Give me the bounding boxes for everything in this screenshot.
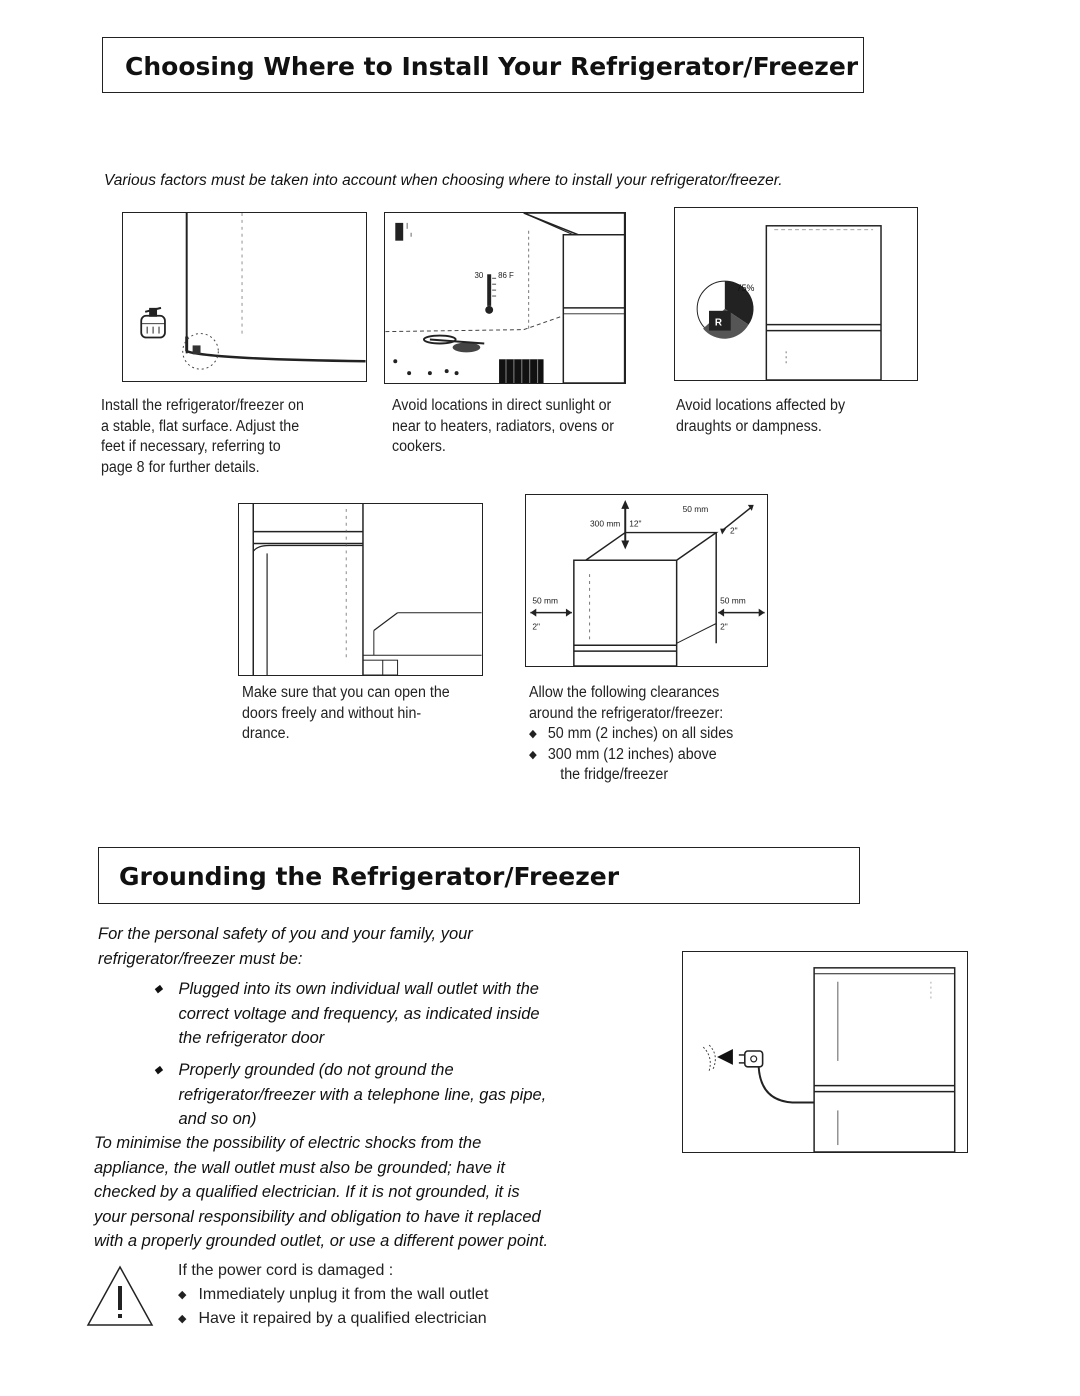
list-item: ◆ Plugged into its own individual wall o… [154, 977, 540, 1051]
figure-heat-sources: 30 86 F [384, 212, 626, 384]
caption-heat-sources: Avoid locations in direct sunlight or ne… [392, 396, 614, 458]
caption-line: Avoid locations in direct sunlight or [392, 397, 612, 414]
grounded-outlet-illustration [702, 967, 956, 1152]
list-item-text: the refrigerator door [178, 1029, 325, 1047]
wall-outlet-icon [702, 1044, 733, 1071]
arrow-corner-icon [720, 504, 754, 535]
cooker-icon [422, 334, 485, 353]
section1-heading-box: Choosing Where to Install Your Refrigera… [102, 37, 864, 93]
body-line: with a properly grounded outlet, or use … [94, 1232, 549, 1250]
section1-title: Choosing Where to Install Your Refrigera… [125, 52, 859, 81]
caption-line: feet if necessary, referring to [101, 438, 281, 455]
section2-title: Grounding the Refrigerator/Freezer [119, 862, 620, 891]
list-item: ◆ Immediately unplug it from the wall ou… [178, 1283, 488, 1307]
warning-triangle-icon [86, 1265, 154, 1326]
figure-grounded-outlet [682, 951, 968, 1153]
caption-line: around the refrigerator/freezer: [529, 704, 724, 722]
caption-line: Allow the following clearances [529, 684, 720, 701]
figure-door-clearance [238, 503, 483, 676]
list-item: ◆ Have it repaired by a qualified electr… [178, 1307, 488, 1331]
clearances-diagram: 300 mm 12" 50 mm 2" 50 mm 2" 50 mm 2" [530, 499, 765, 666]
list-item-continuation: the fridge/freezer [560, 766, 669, 783]
arrow-left-icon [530, 608, 572, 617]
list-item: ◆ 50 mm (2 inches) on all sides [529, 724, 733, 745]
diamond-bullet-icon: ◆ [178, 1289, 187, 1301]
warning-lead: If the power cord is damaged : [178, 1262, 394, 1279]
diamond-bullet-icon: ◆ [154, 983, 163, 995]
thermo-high-label: 86 F [498, 271, 514, 280]
top-mm-label: 300 mm [590, 519, 620, 529]
right-mm-label: 50 mm [720, 596, 746, 606]
arrow-right-icon [718, 608, 765, 617]
caption-line: near to heaters, radiators, ovens or [392, 417, 614, 435]
list-item-text: Have it repaired by a qualified electric… [198, 1310, 487, 1327]
diamond-bullet-icon: ◆ [529, 748, 537, 761]
plug-icon [738, 1050, 764, 1068]
intro-line: refrigerator/freezer must be: [98, 949, 303, 968]
thermo-low-label: 30 [474, 271, 483, 280]
list-item: ◆ Properly grounded (do not ground the r… [154, 1058, 546, 1132]
right-in-label: 2" [720, 621, 728, 631]
body-line: To minimise the possibility of electric … [94, 1134, 482, 1152]
list-item-text: Properly grounded (do not ground the [178, 1061, 454, 1079]
caption-flat-surface: Install the refrigerator/freezer on a st… [101, 396, 304, 478]
list-item-text: Immediately unplug it from the wall outl… [198, 1286, 489, 1303]
list-item-text: correct voltage and frequency, as indica… [178, 1004, 540, 1023]
caption-line: draughts or dampness. [676, 417, 822, 435]
list-item-text: and so on) [178, 1110, 257, 1128]
body-line: appliance, the wall outlet must also be … [94, 1158, 505, 1177]
hygrometer-icon: R [696, 280, 754, 339]
radiator-icon [499, 359, 544, 383]
caption-dampness: Avoid locations affected by draughts or … [676, 396, 845, 437]
caption-line: page 8 for further details. [101, 458, 260, 476]
top-in-label: 12" [629, 519, 641, 529]
list-item-text: 300 mm (12 inches) above [547, 745, 717, 763]
thermometer-icon: 30 86 F [474, 271, 514, 314]
left-in-label: 2" [532, 621, 540, 631]
heat-sources-illustration: 30 86 F [385, 213, 625, 383]
figure-dampness: R 75% [674, 207, 918, 381]
intro-line: For the personal safety of you and your … [98, 925, 473, 943]
figure-clearances: 300 mm 12" 50 mm 2" 50 mm 2" 50 mm 2" [525, 494, 768, 667]
humidity-value: 75% [737, 283, 755, 293]
section2-intro: For the personal safety of you and your … [98, 922, 473, 971]
left-mm-label: 50 mm [532, 596, 558, 606]
corner-in-label: 2" [730, 526, 738, 536]
diamond-bullet-icon: ◆ [178, 1313, 187, 1325]
caption-line: drance. [242, 725, 290, 742]
body-line: your personal responsibility and obligat… [94, 1207, 541, 1226]
caption-door-clearance: Make sure that you can open the doors fr… [242, 683, 450, 745]
caption-clearances: Allow the following clearances around th… [529, 683, 733, 786]
figure-flat-surface [122, 212, 367, 382]
section2-body: To minimise the possibility of electric … [94, 1131, 548, 1254]
warning-list: ◆ Immediately unplug it from the wall ou… [178, 1283, 488, 1331]
section1-intro: Various factors must be taken into accou… [104, 172, 783, 189]
diamond-bullet-icon: ◆ [529, 728, 537, 740]
diamond-bullet-icon: ◆ [154, 1064, 163, 1076]
adjustable-foot-icon [140, 306, 166, 339]
fridge-feet-illustration [140, 213, 366, 370]
caption-line: cookers. [392, 438, 446, 455]
caption-line: Avoid locations affected by [676, 397, 846, 414]
corner-mm-label: 50 mm [683, 504, 709, 514]
caption-line: Install the refrigerator/freezer on [101, 397, 304, 414]
arrow-top-icon [621, 499, 630, 550]
svg-text:R: R [715, 318, 722, 329]
list-item-text: refrigerator/freezer with a telephone li… [178, 1085, 547, 1104]
list-item-text: 50 mm (2 inches) on all sides [547, 725, 734, 742]
list-item: ◆ 300 mm (12 inches) above [529, 745, 733, 766]
caption-line: a stable, flat surface. Adjust the [101, 417, 300, 435]
list-item-text: Plugged into its own individual wall out… [178, 980, 539, 998]
body-line: checked by a qualified electrician. If i… [94, 1183, 520, 1201]
dampness-illustration: R 75% [696, 225, 882, 380]
caption-line: doors freely and without hin- [242, 704, 422, 722]
door-clearance-illustration [252, 504, 482, 675]
caption-line: Make sure that you can open the [242, 684, 450, 701]
section2-heading-box: Grounding the Refrigerator/Freezer [98, 847, 860, 904]
